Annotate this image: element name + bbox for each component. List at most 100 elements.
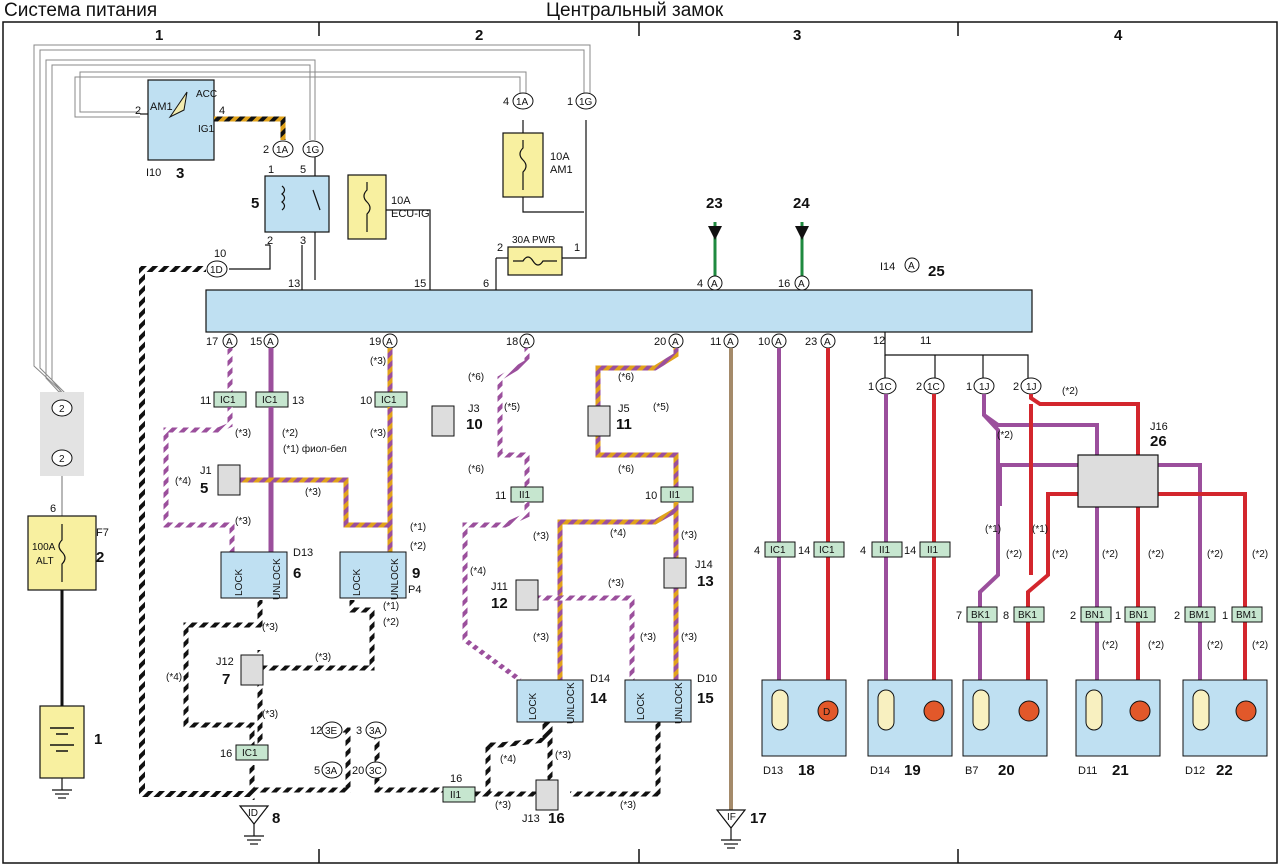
ref-12: 12 (491, 595, 508, 612)
svg-text:10: 10 (645, 490, 657, 502)
ecu-id: I14 (880, 261, 895, 273)
note-s3-k: (*3) (608, 578, 624, 589)
svg-text:19: 19 (369, 336, 381, 348)
svg-text:1J: 1J (1026, 382, 1037, 393)
ref-23: 23 (706, 195, 723, 212)
note-s4-c: (*4) (610, 528, 626, 539)
ref-18: 18 (798, 762, 815, 779)
svg-text:1J: 1J (979, 382, 990, 393)
pin-10-1d: 10 (214, 248, 226, 260)
connector-ii1-bottom (442, 786, 476, 803)
svg-text:UNLOCK: UNLOCK (272, 558, 283, 600)
frame (2, 21, 1278, 864)
note-s4-a: (*4) (175, 476, 191, 487)
svg-text:D: D (823, 707, 830, 718)
fuse-pwr-pin1: 1 (574, 242, 580, 254)
svg-text:18: 18 (506, 336, 518, 348)
label-am1: AM1 (150, 101, 173, 113)
note-s2-e: (*2) (1062, 386, 1078, 397)
j3-label: J3 (468, 403, 480, 415)
note-s3-i: (*3) (533, 531, 549, 542)
battery (39, 705, 85, 779)
connector-2-pair: 2 2 (51, 399, 73, 467)
note-s2-m: (*2) (1148, 640, 1164, 651)
svg-text:BK1: BK1 (971, 610, 990, 621)
svg-text:4: 4 (754, 545, 760, 557)
note-s3-g: (*3) (315, 652, 331, 663)
ecu-bottom-pins: A 17 A 15 A 19 A 18 A 20 A 11 A 10 A 23 … (206, 333, 931, 349)
svg-text:BN1: BN1 (1085, 610, 1105, 621)
motor-b7-label: B7 (965, 765, 978, 777)
svg-text:IC1: IC1 (262, 395, 278, 406)
svg-text:14: 14 (798, 545, 810, 557)
ref-15: 15 (697, 690, 714, 707)
note-s4-e: (*4) (500, 754, 516, 765)
note-s6-c: (*6) (618, 372, 634, 383)
svg-text:IC1: IC1 (381, 395, 397, 406)
svg-text:1G: 1G (306, 145, 320, 156)
svg-text:5: 5 (314, 765, 320, 777)
svg-text:1C: 1C (927, 382, 940, 393)
pin-6-alt: 6 (50, 503, 56, 515)
ecu-pin-16: 16 (778, 278, 790, 290)
header-center-title: Центральный замок (546, 0, 724, 21)
ref-19: 19 (904, 762, 921, 779)
svg-text:1: 1 (1222, 610, 1228, 622)
ref-22: 22 (1216, 762, 1233, 779)
fuse-alt-amps: 100A (32, 542, 56, 553)
note-s1-b: (*1) (383, 601, 399, 612)
svg-text:12: 12 (310, 725, 322, 737)
connector-ic1-bottom-label: IC1 (242, 748, 258, 759)
svg-text:3: 3 (356, 725, 362, 737)
ground-id (238, 805, 270, 845)
connector-row-doors: IC1 4 IC1 14 II1 4 II1 14 BK1 7 BK1 8 BN… (754, 541, 1263, 623)
svg-text:11: 11 (200, 395, 211, 407)
pin-1-1g: 1 (567, 96, 573, 108)
ecu-pin-6: 6 (483, 278, 489, 290)
note-s3-j: (*3) (681, 530, 697, 541)
svg-text:UNLOCK: UNLOCK (674, 682, 685, 724)
note-s4-b: (*4) (166, 672, 182, 683)
svg-text:A: A (824, 337, 831, 348)
note-s3-q: (*3) (620, 800, 636, 811)
j12-label: J12 (216, 656, 234, 668)
svg-text:3A: 3A (325, 766, 338, 777)
connector-1a-relay: 1A (272, 140, 294, 158)
svg-text:2: 2 (59, 454, 65, 465)
signal-wires (227, 348, 830, 820)
svg-text:A: A (386, 337, 393, 348)
fuse-alt-name: ALT (36, 556, 54, 567)
switch-blade-icon (168, 91, 188, 119)
svg-text:A: A (775, 337, 782, 348)
svg-text:1C: 1C (879, 382, 892, 393)
motor-d11-label: D11 (1078, 765, 1097, 777)
svg-text:2: 2 (1174, 610, 1180, 622)
svg-text:1A: 1A (516, 97, 529, 108)
label-i10: I10 (146, 167, 161, 179)
door-motor-d14 (867, 679, 953, 757)
svg-text:2: 2 (1013, 381, 1019, 393)
note-s6-d: (*6) (618, 464, 634, 475)
motor-d14-label: D14 (870, 765, 890, 777)
wire-1d-relay (229, 245, 271, 270)
fuse-am1-name: AM1 (550, 164, 573, 176)
arrow-23-icon (708, 226, 722, 240)
column-label-4: 4 (1114, 27, 1123, 44)
svg-text:BM1: BM1 (1189, 610, 1210, 621)
note-s4-d: (*4) (470, 566, 486, 577)
connector-1g-relay: 1G (302, 140, 324, 158)
note-s3-c: (*3) (370, 428, 386, 439)
svg-text:II1: II1 (879, 545, 891, 556)
note-s2-n: (*2) (1207, 640, 1223, 651)
connector-1g-top: 1G (575, 92, 597, 110)
ecu-marker (904, 257, 920, 273)
svg-text:LOCK: LOCK (234, 568, 245, 596)
note-s2-l: (*2) (1102, 640, 1118, 651)
note-s6-a: (*6) (468, 372, 484, 383)
f7-label: F7 (96, 527, 109, 539)
note-s5-b: (*5) (653, 402, 669, 413)
svg-text:LOCK: LOCK (528, 692, 539, 720)
note-s3-o: (*3) (555, 750, 571, 761)
fuse-pwr-pin2: 2 (497, 242, 503, 254)
fuse-ecu-name: ECU-IG (391, 208, 430, 220)
